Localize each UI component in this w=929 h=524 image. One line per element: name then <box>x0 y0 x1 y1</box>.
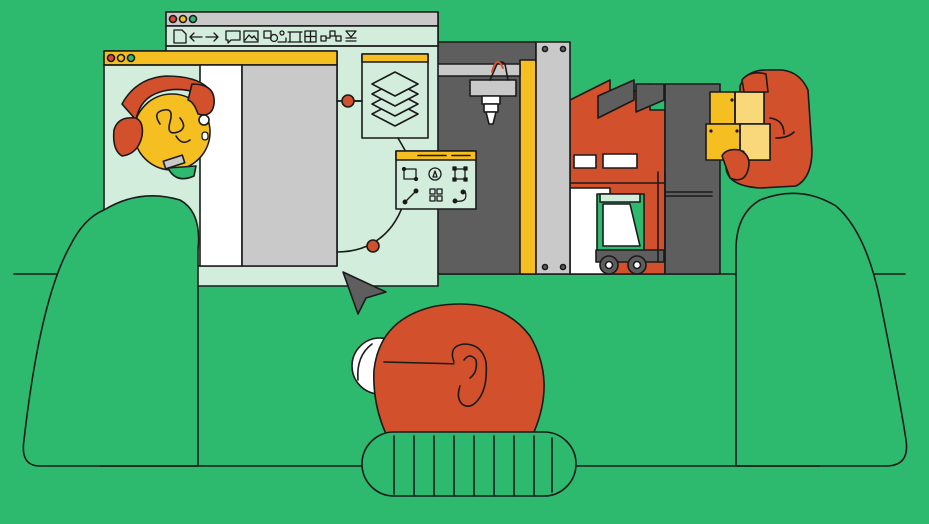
curve-tool-icon[interactable] <box>452 189 467 204</box>
right-arm <box>735 192 908 467</box>
shapes-icon[interactable] <box>263 30 287 43</box>
minimize-dot[interactable] <box>116 53 126 63</box>
connector-node <box>366 239 380 253</box>
image-icon[interactable] <box>243 30 259 43</box>
pen-tool-icon[interactable] <box>428 167 442 181</box>
factory <box>569 79 721 275</box>
connect-nodes-icon[interactable] <box>320 30 342 42</box>
grid-icon[interactable] <box>304 30 317 43</box>
right-fingers <box>721 72 795 181</box>
maximize-dot[interactable] <box>188 14 198 24</box>
group-icon[interactable] <box>429 188 443 202</box>
rectangle-select-icon[interactable] <box>401 166 419 182</box>
person-back-of-head <box>351 303 577 497</box>
left-arm <box>22 195 200 467</box>
new-document-icon[interactable] <box>173 29 187 44</box>
ear <box>451 343 488 408</box>
close-dot[interactable] <box>168 14 178 24</box>
forklift <box>595 171 713 275</box>
beanie-collar <box>361 431 577 497</box>
maximize-dot[interactable] <box>126 53 136 63</box>
filter-icon[interactable] <box>345 30 357 42</box>
document-column-gray <box>241 64 338 267</box>
crop-frame-icon[interactable] <box>287 31 303 43</box>
line-tool-icon[interactable] <box>402 188 419 205</box>
connector-node <box>341 94 355 108</box>
left-hand-grip <box>112 75 215 180</box>
bounding-box-icon[interactable] <box>452 166 468 182</box>
minimize-dot[interactable] <box>178 14 188 24</box>
cursor-icon <box>342 271 387 315</box>
comment-icon[interactable] <box>225 30 241 44</box>
forward-arrow-icon[interactable] <box>205 32 219 42</box>
toolbar <box>173 29 357 44</box>
layers-icon <box>371 71 419 127</box>
close-dot[interactable] <box>106 53 116 63</box>
tool-panel[interactable] <box>395 150 477 210</box>
3d-printer <box>435 41 571 275</box>
3d-printer-nozzle <box>481 61 509 125</box>
back-arrow-icon[interactable] <box>189 32 203 42</box>
